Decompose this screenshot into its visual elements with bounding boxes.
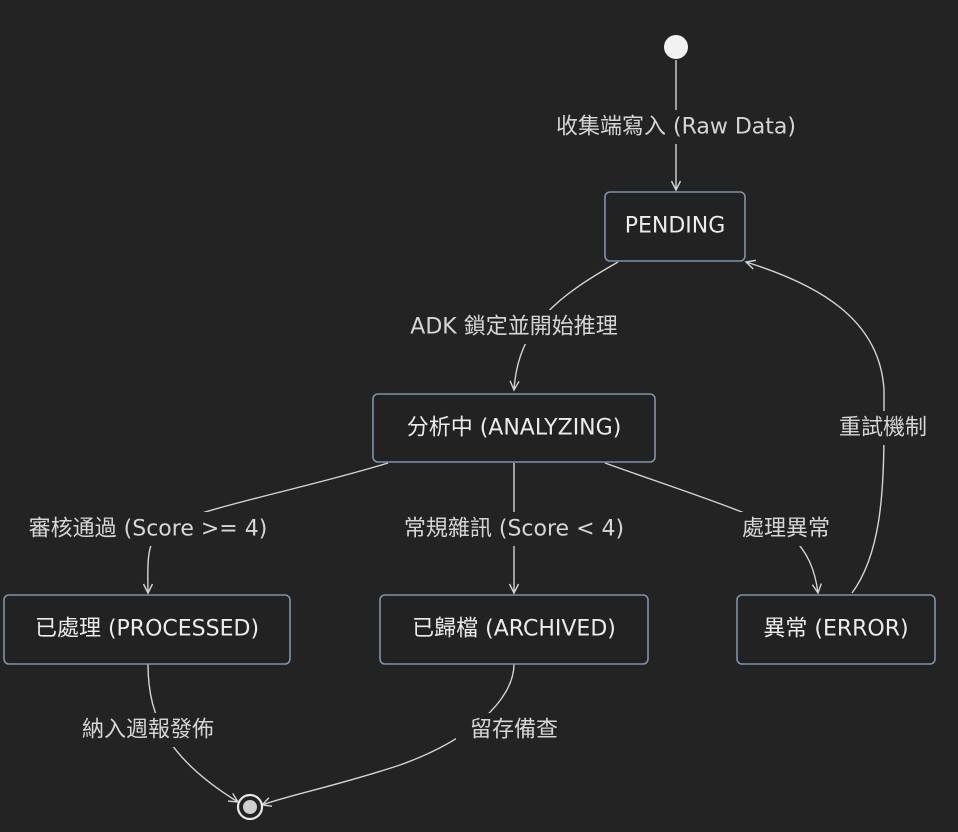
edge-label-archived-to-end: 留存備查 <box>470 718 558 743</box>
edge-label-analyzing-to-archived: 常規雜訊 (Score < 4) <box>404 517 624 542</box>
edge-error-to-pending <box>744 259 885 594</box>
state-pending-label: PENDING <box>625 214 726 239</box>
edge-archived-to-end <box>260 663 515 807</box>
state-error: 異常 (ERROR) <box>736 594 936 665</box>
state-processed-label: 已處理 (PROCESSED) <box>35 617 259 642</box>
edge-label-start-to-pending: 收集端寫入 (Raw Data) <box>556 115 796 140</box>
edge-label-processed-to-end: 納入週報發佈 <box>82 718 214 743</box>
edge-label-analyzing-to-error: 處理異常 <box>742 517 830 542</box>
state-analyzing-label: 分析中 (ANALYZING) <box>407 416 622 441</box>
state-processed: 已處理 (PROCESSED) <box>3 594 291 665</box>
end-state-icon <box>236 793 264 821</box>
state-pending: PENDING <box>604 191 746 262</box>
state-archived-label: 已歸檔 (ARCHIVED) <box>412 617 616 642</box>
edge-label-analyzing-to-processed: 審核通過 (Score >= 4) <box>29 517 268 542</box>
state-error-label: 異常 (ERROR) <box>763 617 908 642</box>
edge-label-pending-to-analyzing: ADK 鎖定並開始推理 <box>410 315 617 340</box>
state-archived: 已歸檔 (ARCHIVED) <box>379 594 649 665</box>
edge-label-error-to-pending: 重試機制 <box>839 416 927 441</box>
start-state-icon <box>664 35 688 59</box>
state-analyzing: 分析中 (ANALYZING) <box>372 393 656 463</box>
